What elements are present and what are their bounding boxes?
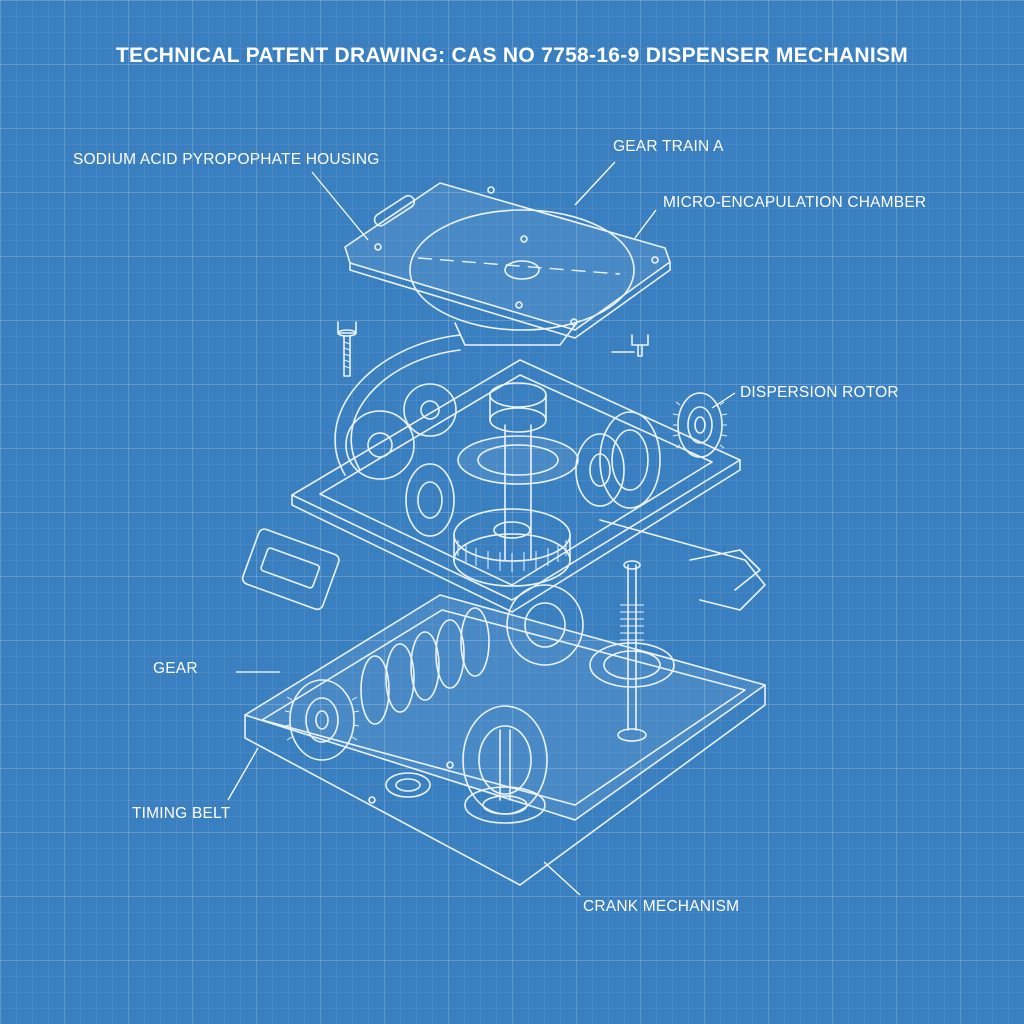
label-gear: GEAR	[153, 660, 198, 677]
spindle-gear	[589, 560, 675, 742]
crank-wheel	[462, 705, 548, 824]
main-spur-gear	[453, 508, 571, 587]
middle-frame	[241, 359, 766, 613]
housing-top-plate	[344, 182, 671, 346]
base-tray	[244, 594, 766, 886]
right-gear-cluster	[575, 392, 728, 509]
leader-lines	[227, 161, 736, 896]
drawing-title: TECHNICAL PATENT DRAWING: CAS NO 7758-16…	[115, 44, 909, 67]
coil-spring	[360, 584, 584, 725]
label-sodium-acid-housing: SODIUM ACID PYROPOPHATE HOUSING	[73, 151, 380, 168]
label-crank-mechanism: CRANK MECHANISM	[583, 898, 740, 915]
bolt-right	[611, 334, 649, 357]
left-arc-assembly	[334, 334, 461, 537]
timing-pulley	[284, 679, 360, 761]
label-timing-belt: TIMING BELT	[132, 805, 231, 822]
label-micro-encapulation-chamber: MICRO-ENCAPULATION CHAMBER	[663, 194, 927, 211]
bolt-left	[337, 321, 357, 377]
label-gear-train-a: GEAR TRAIN A	[613, 138, 724, 155]
label-dispersion-rotor: DISPERSION ROTOR	[740, 384, 899, 401]
